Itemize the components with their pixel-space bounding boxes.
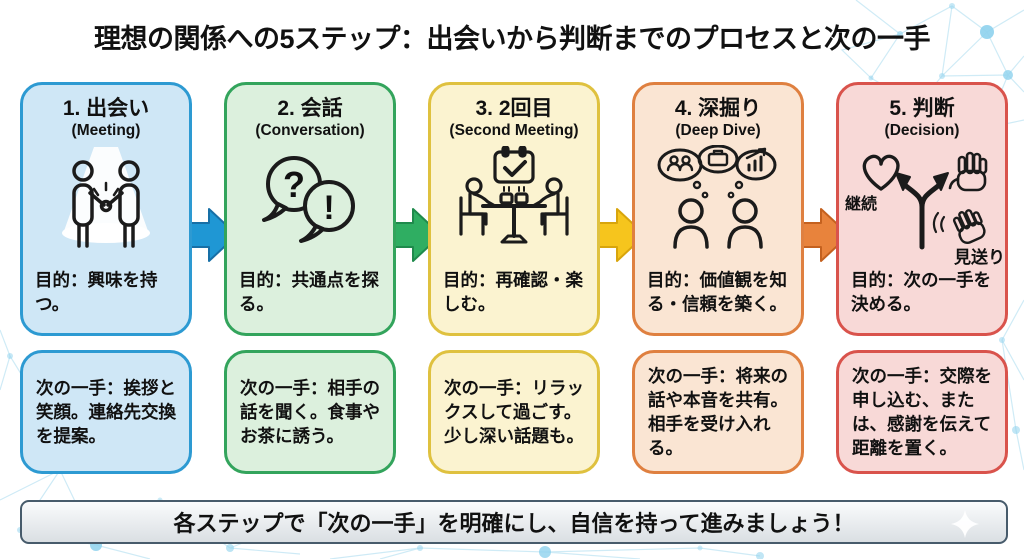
step-2-subtitle: (Conversation) [255, 122, 365, 140]
step-3-next-card: 次の一手：リラックスして過ごす。 少し深い話題も。 [428, 350, 600, 474]
cafe-table-calendar-icon [459, 146, 569, 244]
handshake-spotlight-icon [62, 147, 150, 248]
decision-branch-icon [862, 151, 988, 250]
step-4-subtitle: (Deep Dive) [675, 122, 761, 140]
page-title: 理想の関係への5ステップ：出会いから判断までのプロセスと次の一手 [93, 24, 931, 54]
step-2-purpose: 目的：共通点を探る。 [239, 270, 379, 314]
step-2-next-move: 次の一手：相手の話を聞く。食事やお茶に誘う。 [240, 377, 380, 447]
step-1-purpose: 目的：興味を持つ。 [35, 270, 158, 314]
step-4-next-card: 次の一手：将来の話や本音を共有。相手を受け入れる。 [632, 350, 804, 474]
step-4-purpose: 目的：価値観を知る・信頼を築く。 [647, 270, 787, 314]
keep-label: 継続 [845, 196, 878, 214]
step-4-title: 4. 深掘り [674, 97, 762, 120]
step-3-next-move: 次の一手：リラックスして過ごす。 少し深い話題も。 [444, 377, 591, 447]
step-2-title: 2. 会話 [277, 97, 343, 120]
step-5-purpose: 目的：次の一手を決める。 [851, 270, 991, 314]
question-exclamation-bubbles-icon: ? ! [262, 156, 355, 244]
footer-message: 各ステップで「次の一手」を明確にし、自信を持って進みましょう！ [173, 511, 855, 536]
step-5-subtitle: (Decision) [884, 122, 960, 140]
step-3-subtitle: (Second Meeting) [449, 122, 579, 140]
step-5-next-card: 次の一手：交際を申し込む、または、感謝を伝えて距離を置く。 [836, 350, 1008, 474]
step-5-card: 5. 判断 (Decision) [836, 82, 1008, 336]
step-5-title: 5. 判断 [889, 97, 955, 120]
step-1-next-move: 次の一手：挨拶と笑顔。連絡先交換を提案。 [36, 377, 176, 447]
step-1-next-card: 次の一手：挨拶と笑顔。連絡先交換を提案。 [20, 350, 192, 474]
step-4-card: 4. 深掘り (Deep Dive) [632, 82, 804, 336]
question-glyph: ? [283, 164, 305, 205]
thought-bubbles-people-icon [657, 145, 777, 249]
exclamation-glyph: ! [323, 189, 334, 227]
step-3-purpose: 目的：再確認・楽しむ。 [443, 270, 583, 314]
pass-label: 見送り [954, 248, 1005, 268]
step-1-card: 1. 出会い (Meeting) 目的：興味を持つ。 [20, 82, 192, 336]
step-3-card: 3. 2回目 (Second Meeting) [428, 82, 600, 336]
step-5-next-move: 次の一手：交際を申し込む、または、感謝を伝えて距離を置く。 [852, 365, 992, 459]
step-1-subtitle: (Meeting) [71, 122, 141, 140]
step-4-next-move: 次の一手：将来の話や本音を共有。相手を受け入れる。 [648, 365, 788, 459]
step-1-title: 1. 出会い [62, 97, 150, 120]
step-2-next-card: 次の一手：相手の話を聞く。食事やお茶に誘う。 [224, 350, 396, 474]
step-3-title: 3. 2回目 [475, 97, 553, 120]
sparkle-icon [951, 510, 979, 538]
footer-banner: 各ステップで「次の一手」を明確にし、自信を持って進みましょう！ [20, 500, 1008, 544]
step-2-card: 2. 会話 (Conversation) ? ! 目的：共通点を探る。 [224, 82, 396, 336]
